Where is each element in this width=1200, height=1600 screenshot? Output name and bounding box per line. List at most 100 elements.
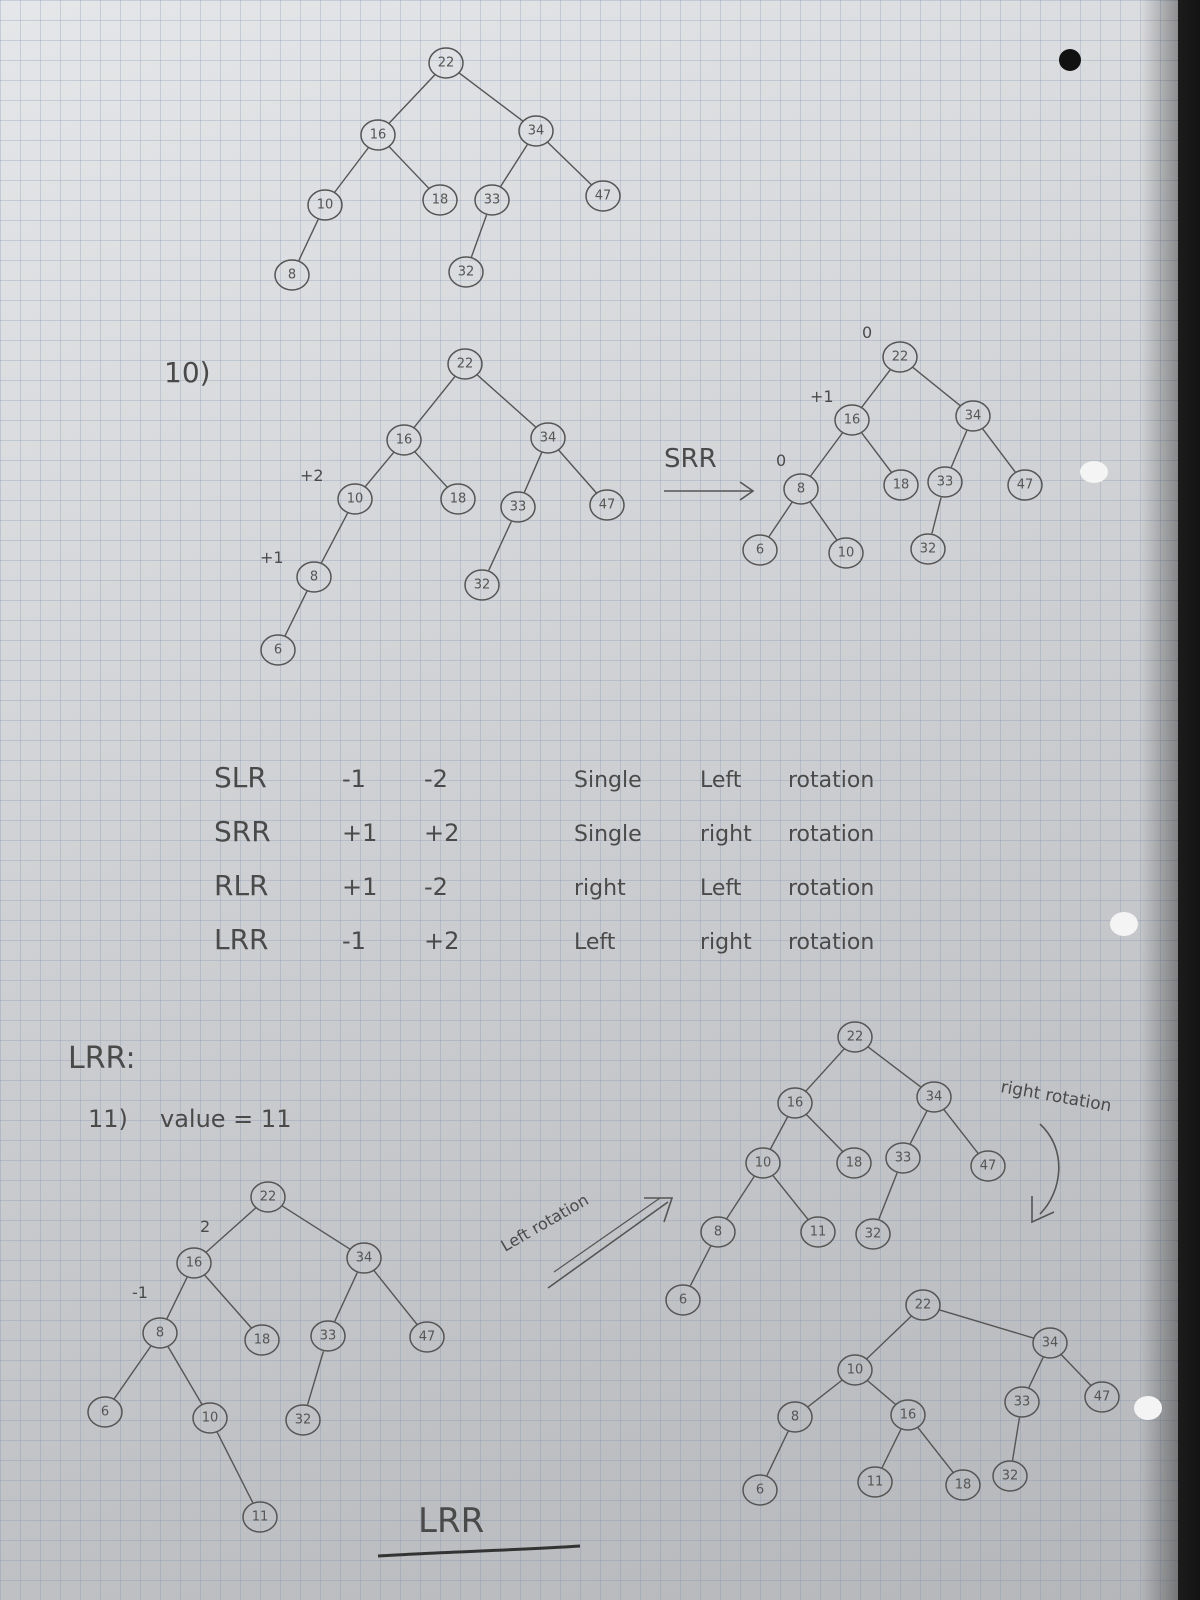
rotation-table-cell-w2: right — [700, 822, 752, 847]
tree-node-circle — [882, 341, 918, 373]
rotation-table-cell-w1: Single — [574, 822, 642, 847]
tree-node-key: 18 — [254, 1333, 271, 1348]
tree-node-key: 22 — [892, 350, 909, 365]
tree-node: 47 — [409, 1321, 445, 1353]
rotation-table-cell-w3: rotation — [788, 822, 874, 847]
tree-node: 32 — [285, 1404, 321, 1436]
tree-edge — [334, 147, 369, 193]
tree-node-key: 6 — [756, 1483, 764, 1498]
rotation-table-cell-code: RLR — [214, 869, 269, 902]
tree-node-circle — [742, 1474, 778, 1506]
rotation-table-cell-code: LRR — [214, 923, 269, 956]
right-rotation-arrow — [1031, 1123, 1060, 1224]
tree-edge — [766, 1431, 789, 1476]
tree-edge — [689, 1245, 712, 1287]
tree-node-circle — [700, 1216, 736, 1248]
tree-node-key: 33 — [937, 475, 954, 490]
tree-node: 8 — [296, 561, 332, 593]
tree-node: 32 — [464, 569, 500, 601]
rotation-table-cell-w2: right — [700, 930, 752, 955]
tree-edge — [982, 428, 1016, 473]
tree-node: 22 — [905, 1289, 941, 1321]
tree-node-key: 16 — [370, 128, 387, 143]
tree-edge — [805, 1113, 844, 1153]
page-edge-shadow — [1140, 0, 1200, 1600]
tree-node-key: 47 — [419, 1330, 436, 1345]
tree-node-circle — [585, 180, 621, 212]
tree-node-key: 32 — [474, 578, 491, 593]
tree-node: 16 — [360, 119, 396, 151]
tree-node: 10 — [192, 1402, 228, 1434]
tree-node: 22 — [447, 348, 483, 380]
tree-node-circle — [260, 634, 296, 666]
tree-node-key: 34 — [540, 431, 557, 446]
tree-node: 47 — [970, 1150, 1006, 1182]
rotation-table-cell-b: +2 — [424, 927, 459, 955]
rotation-table-cell-a: +1 — [342, 819, 377, 847]
rotation-table-cell-w2: Left — [700, 876, 742, 901]
tree-node-key: 34 — [356, 1251, 373, 1266]
tree-node-circle — [464, 569, 500, 601]
tree-edge — [413, 376, 456, 428]
tree-edge — [809, 432, 844, 477]
rotation-table-cell-w3: rotation — [788, 930, 874, 955]
tree-node-key: 10 — [838, 546, 855, 561]
tree-node: 10 — [837, 1354, 873, 1386]
tree-node-key: 16 — [844, 413, 861, 428]
tree-node: 33 — [885, 1142, 921, 1174]
tree-edge — [769, 1116, 789, 1150]
tree-edge — [281, 1204, 351, 1251]
tree-node: 32 — [992, 1460, 1028, 1492]
tree-node-circle — [589, 489, 625, 521]
tree-node: 11 — [800, 1216, 836, 1248]
tree-node-key: 6 — [274, 643, 282, 658]
tree-node-key: 6 — [679, 1293, 687, 1308]
punch-hole — [1134, 1396, 1162, 1420]
question-10-label: 10) — [164, 356, 211, 389]
tree-node-key: 47 — [595, 189, 612, 204]
tree-node-key: 10 — [347, 492, 364, 507]
balance-factor: +1 — [260, 548, 284, 567]
tree-node-circle — [307, 189, 343, 221]
tree-node: 32 — [448, 256, 484, 288]
tree-node-key: 11 — [252, 1510, 269, 1525]
tree-node-circle — [337, 483, 373, 515]
tree-edge — [867, 1046, 922, 1088]
tree-node: 18 — [440, 483, 476, 515]
question-11-label: 11) — [88, 1105, 128, 1133]
tree-edge — [768, 501, 793, 538]
balance-factor: 2 — [200, 1217, 210, 1236]
tree-node: 47 — [585, 180, 621, 212]
tree-node-circle — [945, 1469, 981, 1501]
tree-edge — [1011, 1417, 1021, 1461]
tree-node-circle — [310, 1320, 346, 1352]
tree-edge — [912, 366, 961, 407]
tree-node: 10 — [828, 537, 864, 569]
final-lrr-underline — [377, 1544, 581, 1558]
balance-factor: -1 — [132, 1283, 148, 1302]
tree-edge — [807, 1379, 843, 1408]
tree-edge — [1060, 1354, 1092, 1386]
tree-node-circle — [1007, 469, 1043, 501]
srr-arrow-label: SRR — [664, 444, 717, 474]
tree-node-circle — [783, 473, 819, 505]
tree-edge — [470, 214, 488, 258]
tree-node: 16 — [386, 424, 422, 456]
tree-node-key: 47 — [980, 1159, 997, 1174]
rotation-table-cell-w3: rotation — [788, 768, 874, 793]
tree-node-key: 32 — [1002, 1469, 1019, 1484]
punch-hole — [1110, 912, 1138, 936]
rotation-table-cell-w1: Left — [574, 930, 616, 955]
tree-edge — [388, 74, 436, 124]
tree-node: 32 — [910, 533, 946, 565]
rotation-table-cell-a: +1 — [342, 873, 377, 901]
tree-node-circle — [837, 1354, 873, 1386]
rotation-table-cell-b: +2 — [424, 819, 459, 847]
lrr-heading: LRR: — [68, 1041, 136, 1076]
tree-node: 34 — [955, 400, 991, 432]
right-rotation-label: right rotation — [999, 1077, 1113, 1116]
